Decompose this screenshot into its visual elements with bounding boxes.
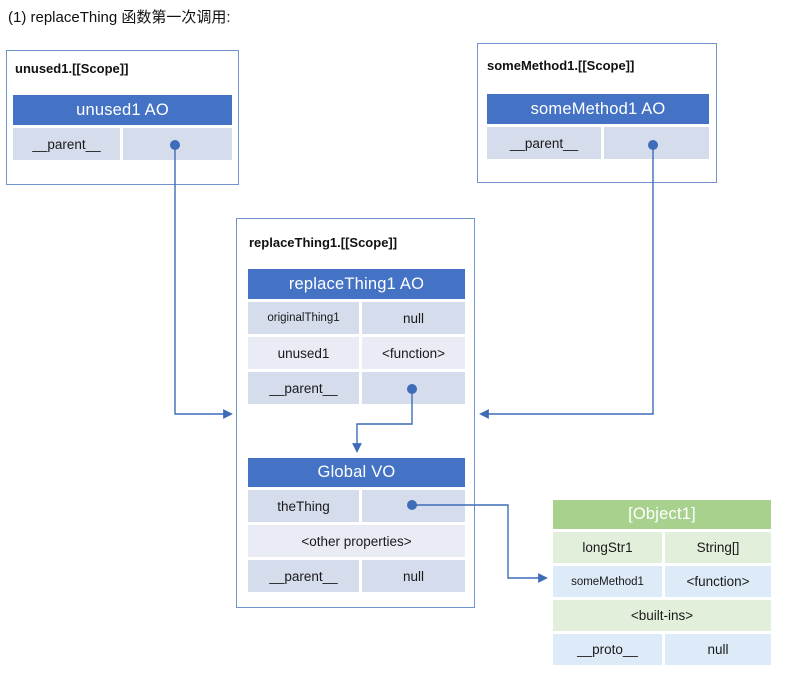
somemethod1-scope-box: someMethod1.[[Scope]] someMethod1 AO __p… xyxy=(477,43,717,183)
somemethod1-key-cell: someMethod1 xyxy=(553,566,662,597)
replacething1-ao-header: replaceThing1 AO xyxy=(248,269,465,299)
object1-table: [Object1] longStr1 String[] someMethod1 … xyxy=(553,500,771,665)
originalthing1-key-cell: originalThing1 xyxy=(248,302,359,334)
table-row: originalThing1 null xyxy=(248,302,465,334)
proto-key-cell: __proto__ xyxy=(553,634,662,665)
table-row: __parent__ null xyxy=(248,560,465,592)
unused1-key-cell: unused1 xyxy=(248,337,359,369)
originalthing1-value-cell: null xyxy=(362,302,465,334)
unused1-ao-header: unused1 AO xyxy=(13,95,232,125)
built-ins-cell: <built-ins> xyxy=(553,600,771,631)
table-row: __parent__ xyxy=(487,127,709,159)
table-row: <other properties> xyxy=(248,525,465,557)
longstr1-value-cell: String[] xyxy=(665,532,771,563)
unused1-scope-box: unused1.[[Scope]] unused1 AO __parent__ xyxy=(6,50,239,185)
caption: (1) replaceThing 函数第一次调用: xyxy=(8,9,231,26)
table-row: __parent__ xyxy=(248,372,465,404)
global-vo-table: Global VO theThing <other properties> __… xyxy=(248,458,465,592)
somemethod1-ao-header: someMethod1 AO xyxy=(487,94,709,124)
longstr1-key-cell: longStr1 xyxy=(553,532,662,563)
somemethod1-value-cell: <function> xyxy=(665,566,771,597)
object1-header: [Object1] xyxy=(553,500,771,529)
thething-value-cell xyxy=(362,490,465,522)
unused1-scope-label: unused1.[[Scope]] xyxy=(15,61,129,76)
table-row: theThing xyxy=(248,490,465,522)
somemethod1-ao-table: someMethod1 AO __parent__ xyxy=(487,94,709,159)
unused1-ao-table: unused1 AO __parent__ xyxy=(13,95,232,160)
parent-value-cell: null xyxy=(362,560,465,592)
table-row: longStr1 String[] xyxy=(553,532,771,563)
unused1-value-cell: <function> xyxy=(362,337,465,369)
replacething1-scope-label: replaceThing1.[[Scope]] xyxy=(249,235,398,250)
replacething1-ao-table: replaceThing1 AO originalThing1 null unu… xyxy=(248,269,465,404)
table-row: someMethod1 <function> xyxy=(553,566,771,597)
thething-key-cell: theThing xyxy=(248,490,359,522)
parent-key-cell: __parent__ xyxy=(487,127,601,159)
parent-value-cell xyxy=(362,372,465,404)
proto-value-cell: null xyxy=(665,634,771,665)
table-row: __proto__ null xyxy=(553,634,771,665)
other-properties-cell: <other properties> xyxy=(248,525,465,557)
global-vo-header: Global VO xyxy=(248,458,465,487)
replacething1-scope-box: replaceThing1.[[Scope]] replaceThing1 AO… xyxy=(236,218,475,608)
parent-key-cell: __parent__ xyxy=(248,560,359,592)
parent-value-cell xyxy=(604,127,709,159)
arrow-unused1-to-replacething1 xyxy=(174,145,233,419)
parent-value-cell xyxy=(123,128,232,160)
parent-key-cell: __parent__ xyxy=(248,372,359,404)
table-row: unused1 <function> xyxy=(248,337,465,369)
somemethod1-scope-label: someMethod1.[[Scope]] xyxy=(487,58,635,73)
table-row: __parent__ xyxy=(13,128,232,160)
parent-key-cell: __parent__ xyxy=(13,128,120,160)
arrow-somemethod1-to-replacething1 xyxy=(479,145,654,419)
table-row: <built-ins> xyxy=(553,600,771,631)
